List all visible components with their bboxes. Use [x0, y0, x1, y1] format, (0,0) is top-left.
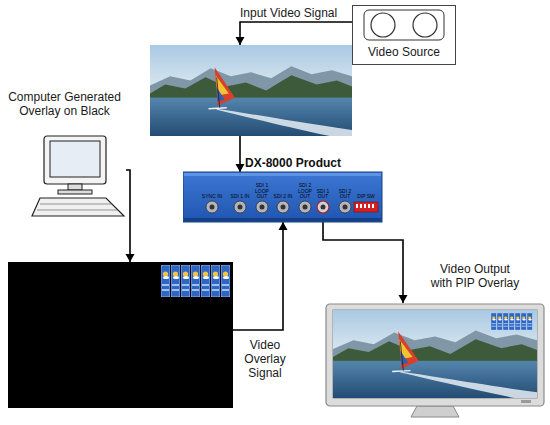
- signal-label: Video Overlay Signal: [240, 338, 290, 380]
- device-box: [183, 172, 382, 222]
- dip-switch: [354, 202, 378, 212]
- output-monitor: [325, 303, 547, 423]
- port-label: SDI 1 IN: [228, 194, 252, 200]
- output-monitor: [333, 310, 537, 398]
- arrowhead-layer: [126, 254, 135, 262]
- signal-label: Input Video Signal: [240, 6, 337, 20]
- device-node: DX-8000 ProductSYNC INSDI 1 INSDI 1 LOOP…: [183, 172, 382, 222]
- dip-switch: [360, 204, 362, 208]
- input-photo: [150, 45, 352, 136]
- port-label: SDI 2 IN: [271, 194, 295, 200]
- computer-icon: [37, 210, 118, 211]
- bnc-connector: [234, 201, 246, 213]
- tape-icon: [364, 10, 444, 40]
- bnc-connector: [339, 201, 351, 213]
- tape-icon: [413, 13, 437, 37]
- bnc-connector: [210, 205, 215, 210]
- bnc-connector: [299, 201, 311, 213]
- input-photo: [150, 45, 352, 136]
- tape-icon: [371, 13, 395, 37]
- dip-switch: [356, 204, 358, 208]
- signal-connector: [323, 222, 408, 303]
- dip-switch: [354, 202, 378, 212]
- bnc-connector: [206, 201, 218, 213]
- port-label: SDI 2 OUT: [333, 189, 357, 200]
- dip-switch: [364, 204, 366, 208]
- video-source-box: Video Source: [352, 5, 456, 65]
- port-label: DIP SW: [354, 194, 378, 200]
- output-monitor: [491, 313, 532, 330]
- bnc-connector: [303, 205, 308, 210]
- port-label: SDI 2 LOOP OUT: [293, 183, 317, 200]
- monitor-node: Video Output with PIP Overlay: [325, 303, 545, 406]
- arrowhead: [399, 295, 408, 303]
- computer-icon: [44, 136, 106, 184]
- arrowhead-layer: [236, 37, 245, 45]
- computer-node: Computer Generated Overlay on Black: [30, 135, 126, 219]
- output-monitor: [333, 310, 537, 398]
- overlay-screen: [161, 265, 230, 297]
- output-monitor: [411, 406, 459, 417]
- bnc-connector: [260, 205, 265, 210]
- overlay-screen: [8, 262, 233, 408]
- port-label: SDI 1 OUT: [311, 189, 335, 200]
- dip-switch: [372, 204, 374, 208]
- device-box: [184, 218, 381, 221]
- device-box: [184, 173, 381, 176]
- bnc-connector: [256, 201, 268, 213]
- port-label: SYNC IN: [200, 194, 224, 200]
- bnc-connector: [238, 205, 243, 210]
- dip-switch: [368, 204, 370, 208]
- bnc-connector: [317, 201, 329, 213]
- output-monitor: [521, 400, 531, 403]
- arrowhead: [279, 222, 288, 230]
- computer-icon: [30, 135, 126, 219]
- bnc-connector: [343, 205, 348, 210]
- monitor-heading: Video Output with PIP Overlay: [428, 262, 522, 290]
- output-monitor: [326, 304, 544, 406]
- connector-line: [323, 222, 403, 303]
- computer-icon: [50, 141, 100, 177]
- computer-heading: Computer Generated Overlay on Black: [2, 90, 127, 118]
- bnc-connector: [206, 201, 351, 213]
- computer-icon: [40, 204, 112, 205]
- arrowhead: [236, 164, 245, 172]
- overlay-screen: [8, 262, 233, 408]
- computer-icon: [58, 190, 92, 194]
- computer-icon: [68, 184, 82, 190]
- bnc-connector: [277, 201, 289, 213]
- bnc-connector: [281, 205, 286, 210]
- computer-icon: [32, 198, 124, 216]
- port-label: SDI 1 LOOP OUT: [250, 183, 274, 200]
- source-label: Video Source: [353, 45, 455, 59]
- device-title: DX-8000 Product: [245, 156, 341, 170]
- bnc-connector: [321, 205, 326, 210]
